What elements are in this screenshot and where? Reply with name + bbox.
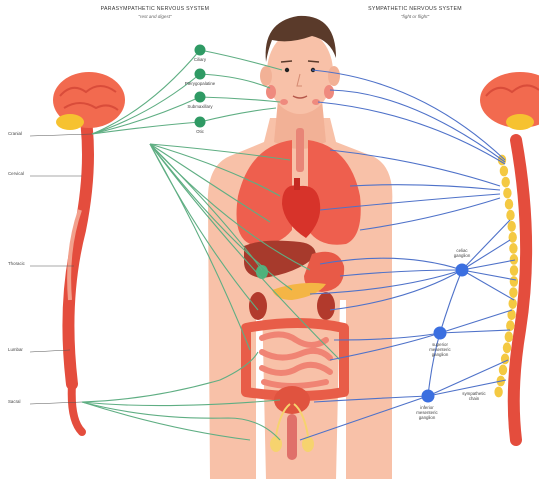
label-inferior-mesenteric: inferior mesenteric ganglion [407, 405, 447, 420]
chain-ganglion [509, 232, 517, 243]
ciliary-ganglion [195, 45, 206, 56]
label-otic: Otic [180, 129, 220, 134]
chain-ganglion [510, 254, 518, 265]
pterygopalatine-ganglion [195, 69, 206, 80]
region-sacral: Sacral [8, 399, 20, 404]
chain-ganglion [509, 287, 517, 298]
label-pterygopalatine: Pterygopalatine [175, 81, 225, 86]
chain-ganglion [510, 276, 518, 287]
right-brain-spine [480, 72, 539, 440]
region-cranial: Cranial [8, 131, 22, 136]
label-celiac-ganglion: celiac ganglion [442, 248, 482, 258]
chain-line-2: chain [452, 396, 496, 401]
label-sympathetic-chain: sympathetic chain [452, 391, 496, 401]
parasympathetic-title: PARASYMPATHETIC NERVOUS SYSTEM [80, 6, 230, 12]
chain-ganglion [509, 243, 517, 254]
submaxillary-ganglion [195, 92, 206, 103]
chain-ganglion [508, 221, 516, 232]
inferior-mesenteric-ganglion [422, 390, 435, 403]
label-ciliary: Ciliary [180, 57, 220, 62]
chain-ganglion [505, 331, 513, 342]
chain-ganglion [499, 365, 507, 376]
chain-ganglion [510, 265, 518, 276]
sympathetic-ganglia [422, 264, 469, 403]
chain-ganglion [506, 320, 514, 331]
chain-ganglion [503, 342, 511, 353]
parasympathetic-subtitle: "rest and digest" [80, 14, 230, 19]
region-lumbar: Lumbar [8, 347, 23, 352]
superior-mesenteric-ganglion [434, 327, 447, 340]
otic-ganglion [195, 117, 206, 128]
label-superior-mesenteric: superior mesenteric ganglion [420, 342, 460, 357]
region-thoracic: Thoracic [8, 261, 25, 266]
chain-ganglion [503, 188, 511, 199]
sympathetic-subtitle: "fight or flight" [340, 14, 490, 19]
chain-ganglion [500, 166, 508, 177]
chain-ganglion [502, 177, 510, 188]
superior-line-3: ganglion [420, 352, 460, 357]
chain-ganglion [506, 210, 514, 221]
head [260, 16, 340, 114]
region-cervical: Cervical [8, 171, 24, 176]
chain-ganglion [505, 199, 513, 210]
celiac-line-2: ganglion [442, 253, 482, 258]
label-submaxillary: Submaxillary [175, 104, 225, 109]
sympathetic-title: SYMPATHETIC NERVOUS SYSTEM [340, 6, 490, 12]
celiac-ganglion [456, 264, 469, 277]
inferior-line-3: ganglion [407, 415, 447, 420]
